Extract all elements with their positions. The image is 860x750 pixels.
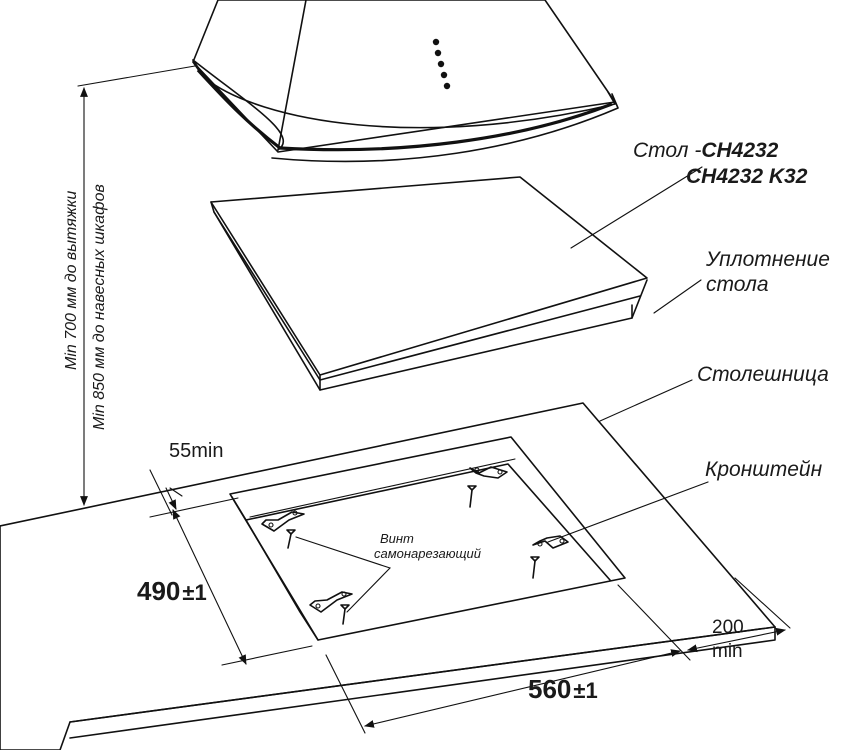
bracket-top-right xyxy=(469,466,508,479)
edge-offset-text: 55min xyxy=(169,440,223,462)
leader-lines xyxy=(295,166,709,613)
cutout-depth-dimension xyxy=(172,509,313,666)
range-hood xyxy=(192,0,619,163)
rear-clearance-value: 200 xyxy=(712,617,744,638)
hood-clearance-dimension xyxy=(77,65,196,506)
bracket-label: Кронштейн xyxy=(705,458,823,481)
hob-model-2: CH4232 K32 xyxy=(686,165,808,188)
seal-label-line2: стола xyxy=(706,273,769,296)
hood-clearance-text-1: Min 700 мм до вытяжки xyxy=(63,191,80,370)
cutout-width-dimension xyxy=(325,584,691,734)
svg-text:560±1: 560±1 xyxy=(528,674,598,704)
hob-model-1: CH4232 xyxy=(701,139,778,162)
cutout-width-tolerance: ±1 xyxy=(573,678,597,703)
worktop-label: Столешница xyxy=(697,363,829,386)
cutout-depth-text: 490 xyxy=(137,576,180,606)
text-labels: Стол -CH4232 CH4232 K32 Уплотнение стола… xyxy=(63,139,830,704)
svg-text:490±1: 490±1 xyxy=(137,576,207,606)
cutout-depth-tolerance: ±1 xyxy=(182,580,206,605)
hood-control-buttons xyxy=(432,38,451,90)
seal-label-line1: Уплотнение xyxy=(705,248,830,271)
rear-clearance-dimension xyxy=(687,577,791,653)
svg-text:Стол -CH4232: Стол -CH4232 xyxy=(633,139,779,162)
edge-offset-dimension xyxy=(149,469,239,518)
rear-clearance-unit: min xyxy=(712,641,743,662)
cutout-width-text: 560 xyxy=(528,674,571,704)
bracket-left xyxy=(261,510,305,532)
screw-label-line1: Винт xyxy=(380,531,414,546)
worktop xyxy=(0,402,776,750)
hob-panel xyxy=(210,176,648,391)
bracket-right xyxy=(532,535,569,549)
screws xyxy=(286,485,540,625)
screw-label-line2: самонарезающий xyxy=(374,546,481,561)
hob-label-prefix: Стол - xyxy=(633,139,701,162)
hood-clearance-text-2: Min 850 мм до навесных шкафов xyxy=(91,184,108,430)
bracket-bottom-left xyxy=(309,591,353,613)
